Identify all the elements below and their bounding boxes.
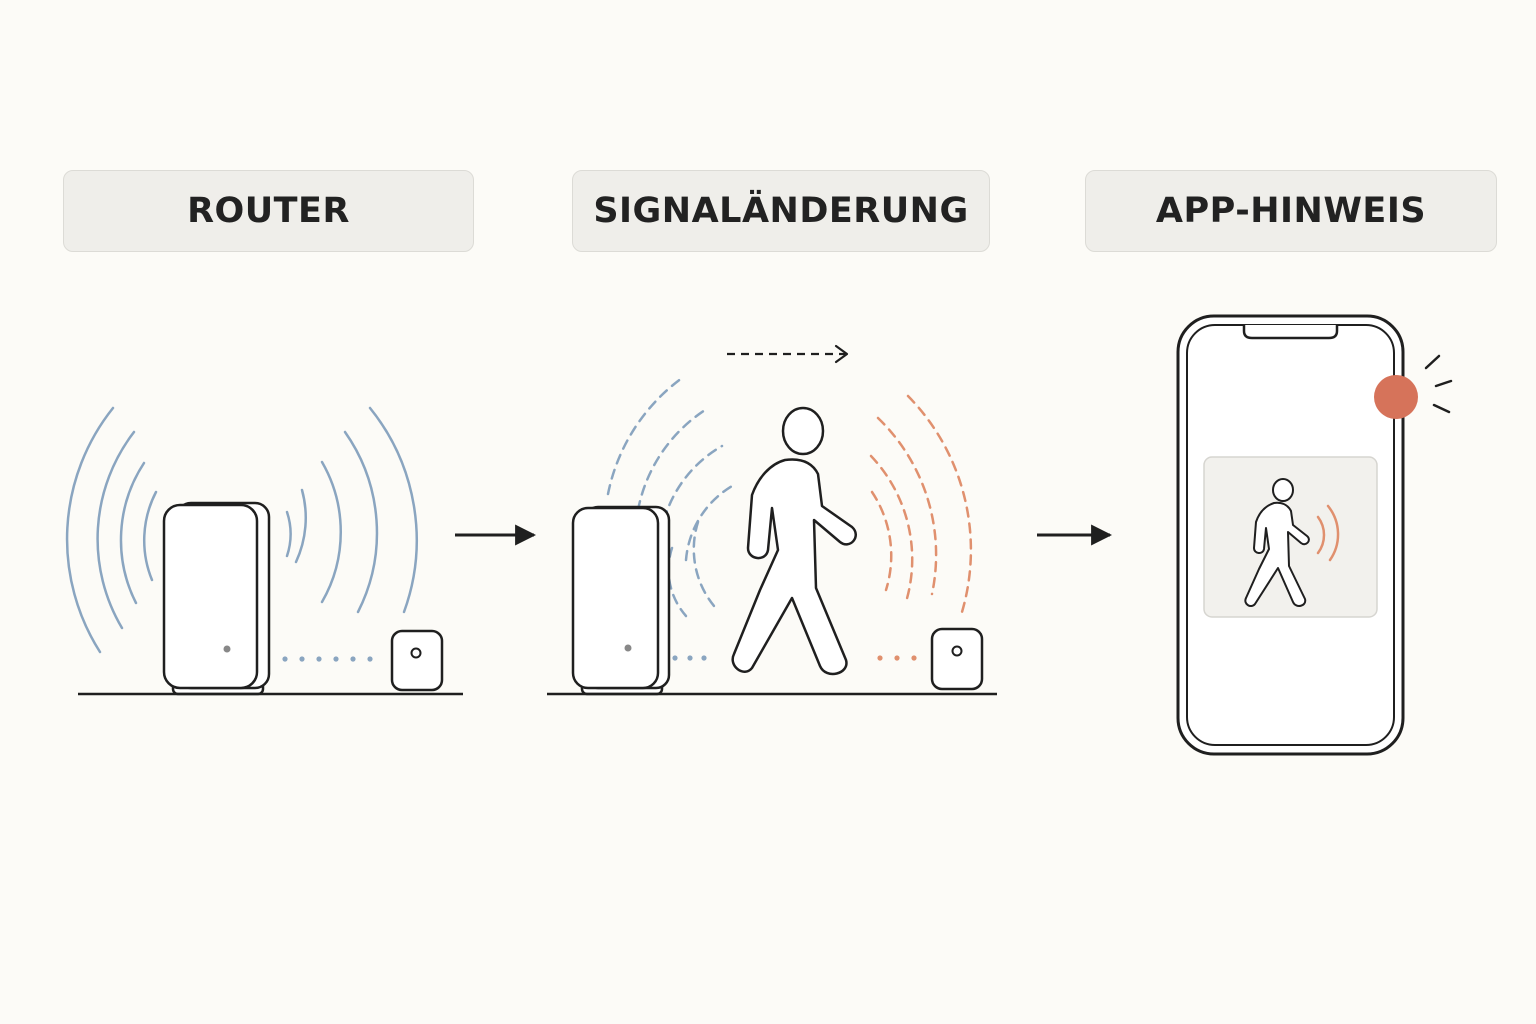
router-icon xyxy=(571,505,671,696)
notification-card xyxy=(1203,456,1378,618)
step-label-app-notice: APP-HINWEIS xyxy=(1085,170,1497,252)
alert-rays xyxy=(1424,354,1453,414)
walking-person-icon xyxy=(731,406,857,676)
step-label-router: ROUTER xyxy=(63,170,474,252)
step-label-signal-change: SIGNALÄNDERUNG xyxy=(572,170,990,252)
panel-signal-change xyxy=(547,344,997,696)
sensor-icon xyxy=(390,629,444,692)
notification-dot-icon xyxy=(1374,375,1418,419)
panel-app-notice xyxy=(1176,314,1453,756)
dotted-link-blue xyxy=(672,655,707,661)
dotted-link xyxy=(282,656,373,662)
signal-waves-orange-icon xyxy=(869,394,973,614)
signal-waves-small-icon xyxy=(1316,504,1340,562)
router-icon xyxy=(162,501,271,696)
wifi-waves-right-icon xyxy=(285,406,418,614)
wifi-waves-left-icon xyxy=(65,406,158,654)
sensor-icon xyxy=(930,627,984,691)
panel-router xyxy=(65,406,463,696)
walking-person-small-icon xyxy=(1244,478,1310,608)
dotted-link-orange xyxy=(877,655,917,661)
